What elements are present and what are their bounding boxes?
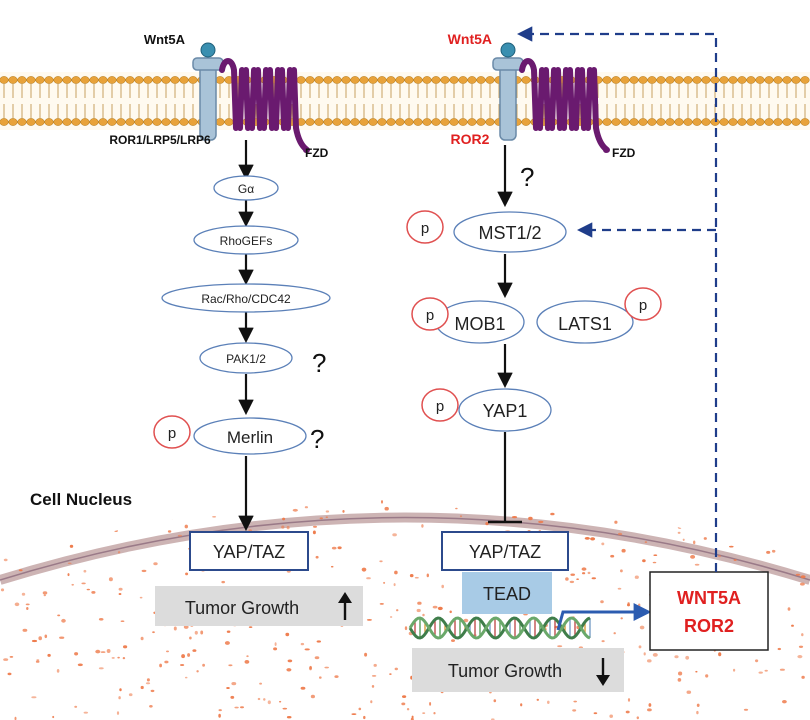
feedback-box — [649, 571, 769, 651]
right-pathway: Wnt5A ROR2 FZD ? MST1/2 p MOB1 p LATS1 — [406, 26, 769, 692]
cell-membrane — [0, 72, 810, 130]
dna-helix — [408, 616, 591, 640]
node-lats1: LATS1 — [536, 300, 634, 344]
feedback-wnt5a-label: WNT5A — [677, 588, 741, 608]
yap-phospho-badge: p — [421, 388, 459, 422]
right-coreceptor-label: ROR2 — [451, 131, 490, 147]
left-yap-taz-label: YAP/TAZ — [213, 542, 285, 562]
svg-text:p: p — [421, 220, 429, 237]
node-rac-label: Rac/Rho/CDC42 — [201, 292, 291, 306]
left-yap-taz-box — [189, 531, 309, 571]
right-fzd-label: FZD — [612, 146, 636, 160]
left-ligand-ball — [200, 42, 216, 58]
merlin-phospho-badge: p — [153, 415, 191, 449]
node-galpha-label: Gα — [238, 182, 254, 196]
left-ligand-label: Wnt5A — [144, 32, 186, 47]
node-galpha: Gα — [213, 175, 279, 201]
left-fzd-label: FZD — [305, 146, 329, 160]
left-outcome-box — [155, 586, 363, 626]
mob-phospho-badge: p — [411, 297, 449, 331]
right-yap-taz-box — [441, 531, 569, 571]
lats-phospho-badge: p — [624, 287, 662, 321]
tead-label: TEAD — [483, 584, 531, 604]
down-arrow-icon — [596, 658, 610, 686]
node-mob1: MOB1 — [435, 300, 525, 344]
node-yap-label: YAP1 — [483, 401, 528, 421]
node-rhogefs-label: RhoGEFs — [220, 234, 273, 248]
cell-nucleus-label: Cell Nucleus — [30, 490, 132, 509]
right-fzd-shape — [519, 58, 610, 153]
node-rhogefs: RhoGEFs — [193, 225, 299, 255]
svg-text:p: p — [168, 425, 176, 442]
merlin-question-mark: ? — [310, 424, 324, 454]
left-coreceptor-label: ROR1/LRP5/LRP6 — [109, 133, 211, 147]
pak-question-mark: ? — [312, 348, 326, 378]
node-merlin: Merlin — [193, 417, 307, 455]
node-lats-label: LATS1 — [558, 314, 612, 334]
expression-arrow — [556, 603, 652, 631]
mst-phospho-badge: p — [406, 210, 444, 244]
right-yap-taz-label: YAP/TAZ — [469, 542, 541, 562]
feedback-ror2-label: ROR2 — [684, 616, 734, 636]
node-merlin-label: Merlin — [227, 428, 273, 447]
feedback-to-ligand-arrow — [516, 26, 718, 572]
node-mst12: MST1/2 — [453, 211, 567, 253]
right-ligand-label: Wnt5A — [448, 31, 492, 47]
svg-text:p: p — [426, 307, 434, 324]
right-outcome-label: Tumor Growth — [448, 661, 562, 681]
right-ligand-ball — [500, 42, 516, 58]
up-arrow-icon — [338, 592, 352, 620]
left-outcome-label: Tumor Growth — [185, 598, 299, 618]
left-pathway: Wnt5A ROR1/LRP5/LRP6 FZD Gα RhoGEFs Rac/… — [109, 32, 363, 626]
left-fzd-shape — [219, 58, 310, 153]
node-pak12: PAK1/2 — [199, 342, 293, 374]
svg-text:p: p — [639, 297, 647, 314]
svg-text:p: p — [436, 398, 444, 415]
node-mob-label: MOB1 — [454, 314, 505, 334]
node-yap1: YAP1 — [458, 388, 552, 432]
tead-box — [462, 572, 552, 614]
node-rac-rho-cdc42: Rac/Rho/CDC42 — [161, 283, 331, 313]
receptor-question-mark: ? — [520, 162, 534, 192]
right-outcome-box — [412, 648, 624, 692]
node-pak-label: PAK1/2 — [226, 352, 266, 366]
node-mst-label: MST1/2 — [478, 223, 541, 243]
